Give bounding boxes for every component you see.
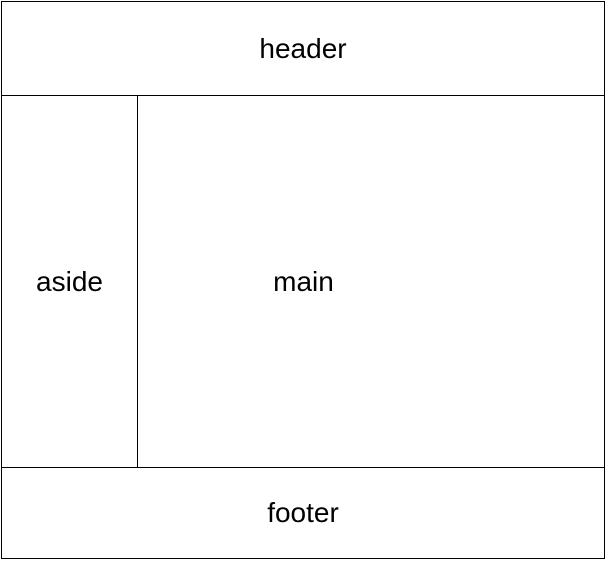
main-label: main (273, 265, 334, 297)
header-label: header (259, 32, 347, 64)
main-region: main (138, 96, 469, 467)
aside-label: aside (36, 265, 103, 297)
aside-region: aside (2, 96, 138, 467)
footer-label: footer (267, 496, 339, 528)
footer-region: footer (2, 467, 604, 557)
header-region: header (2, 2, 604, 96)
